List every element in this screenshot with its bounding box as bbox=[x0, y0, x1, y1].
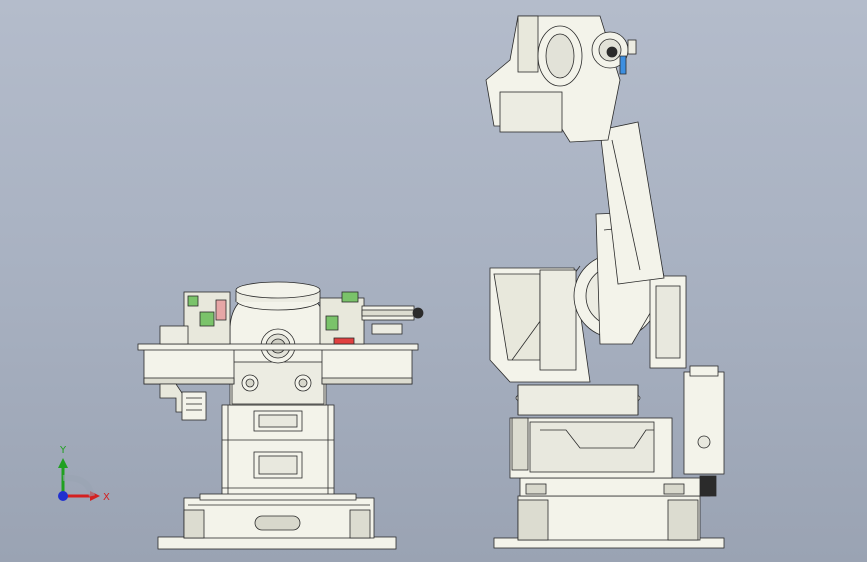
coordinate-triad: Y X bbox=[58, 445, 110, 503]
upper-arm[interactable] bbox=[599, 121, 665, 285]
tool-connector[interactable] bbox=[619, 55, 627, 75]
z-axis-point bbox=[58, 491, 68, 501]
y-axis-label: Y bbox=[59, 445, 67, 456]
positioner-base-left-foot bbox=[183, 509, 205, 539]
hanging-bracket bbox=[159, 383, 185, 413]
servo-motor[interactable] bbox=[683, 371, 725, 475]
robot-assembly[interactable] bbox=[485, 15, 725, 549]
x-axis-label: X bbox=[103, 492, 110, 503]
sensor-box bbox=[181, 391, 207, 421]
positioner-base-plate bbox=[157, 536, 397, 550]
positioner-base-slot bbox=[254, 515, 301, 531]
positioner-assembly[interactable] bbox=[137, 281, 424, 550]
positioner-base-right-foot bbox=[349, 509, 371, 539]
